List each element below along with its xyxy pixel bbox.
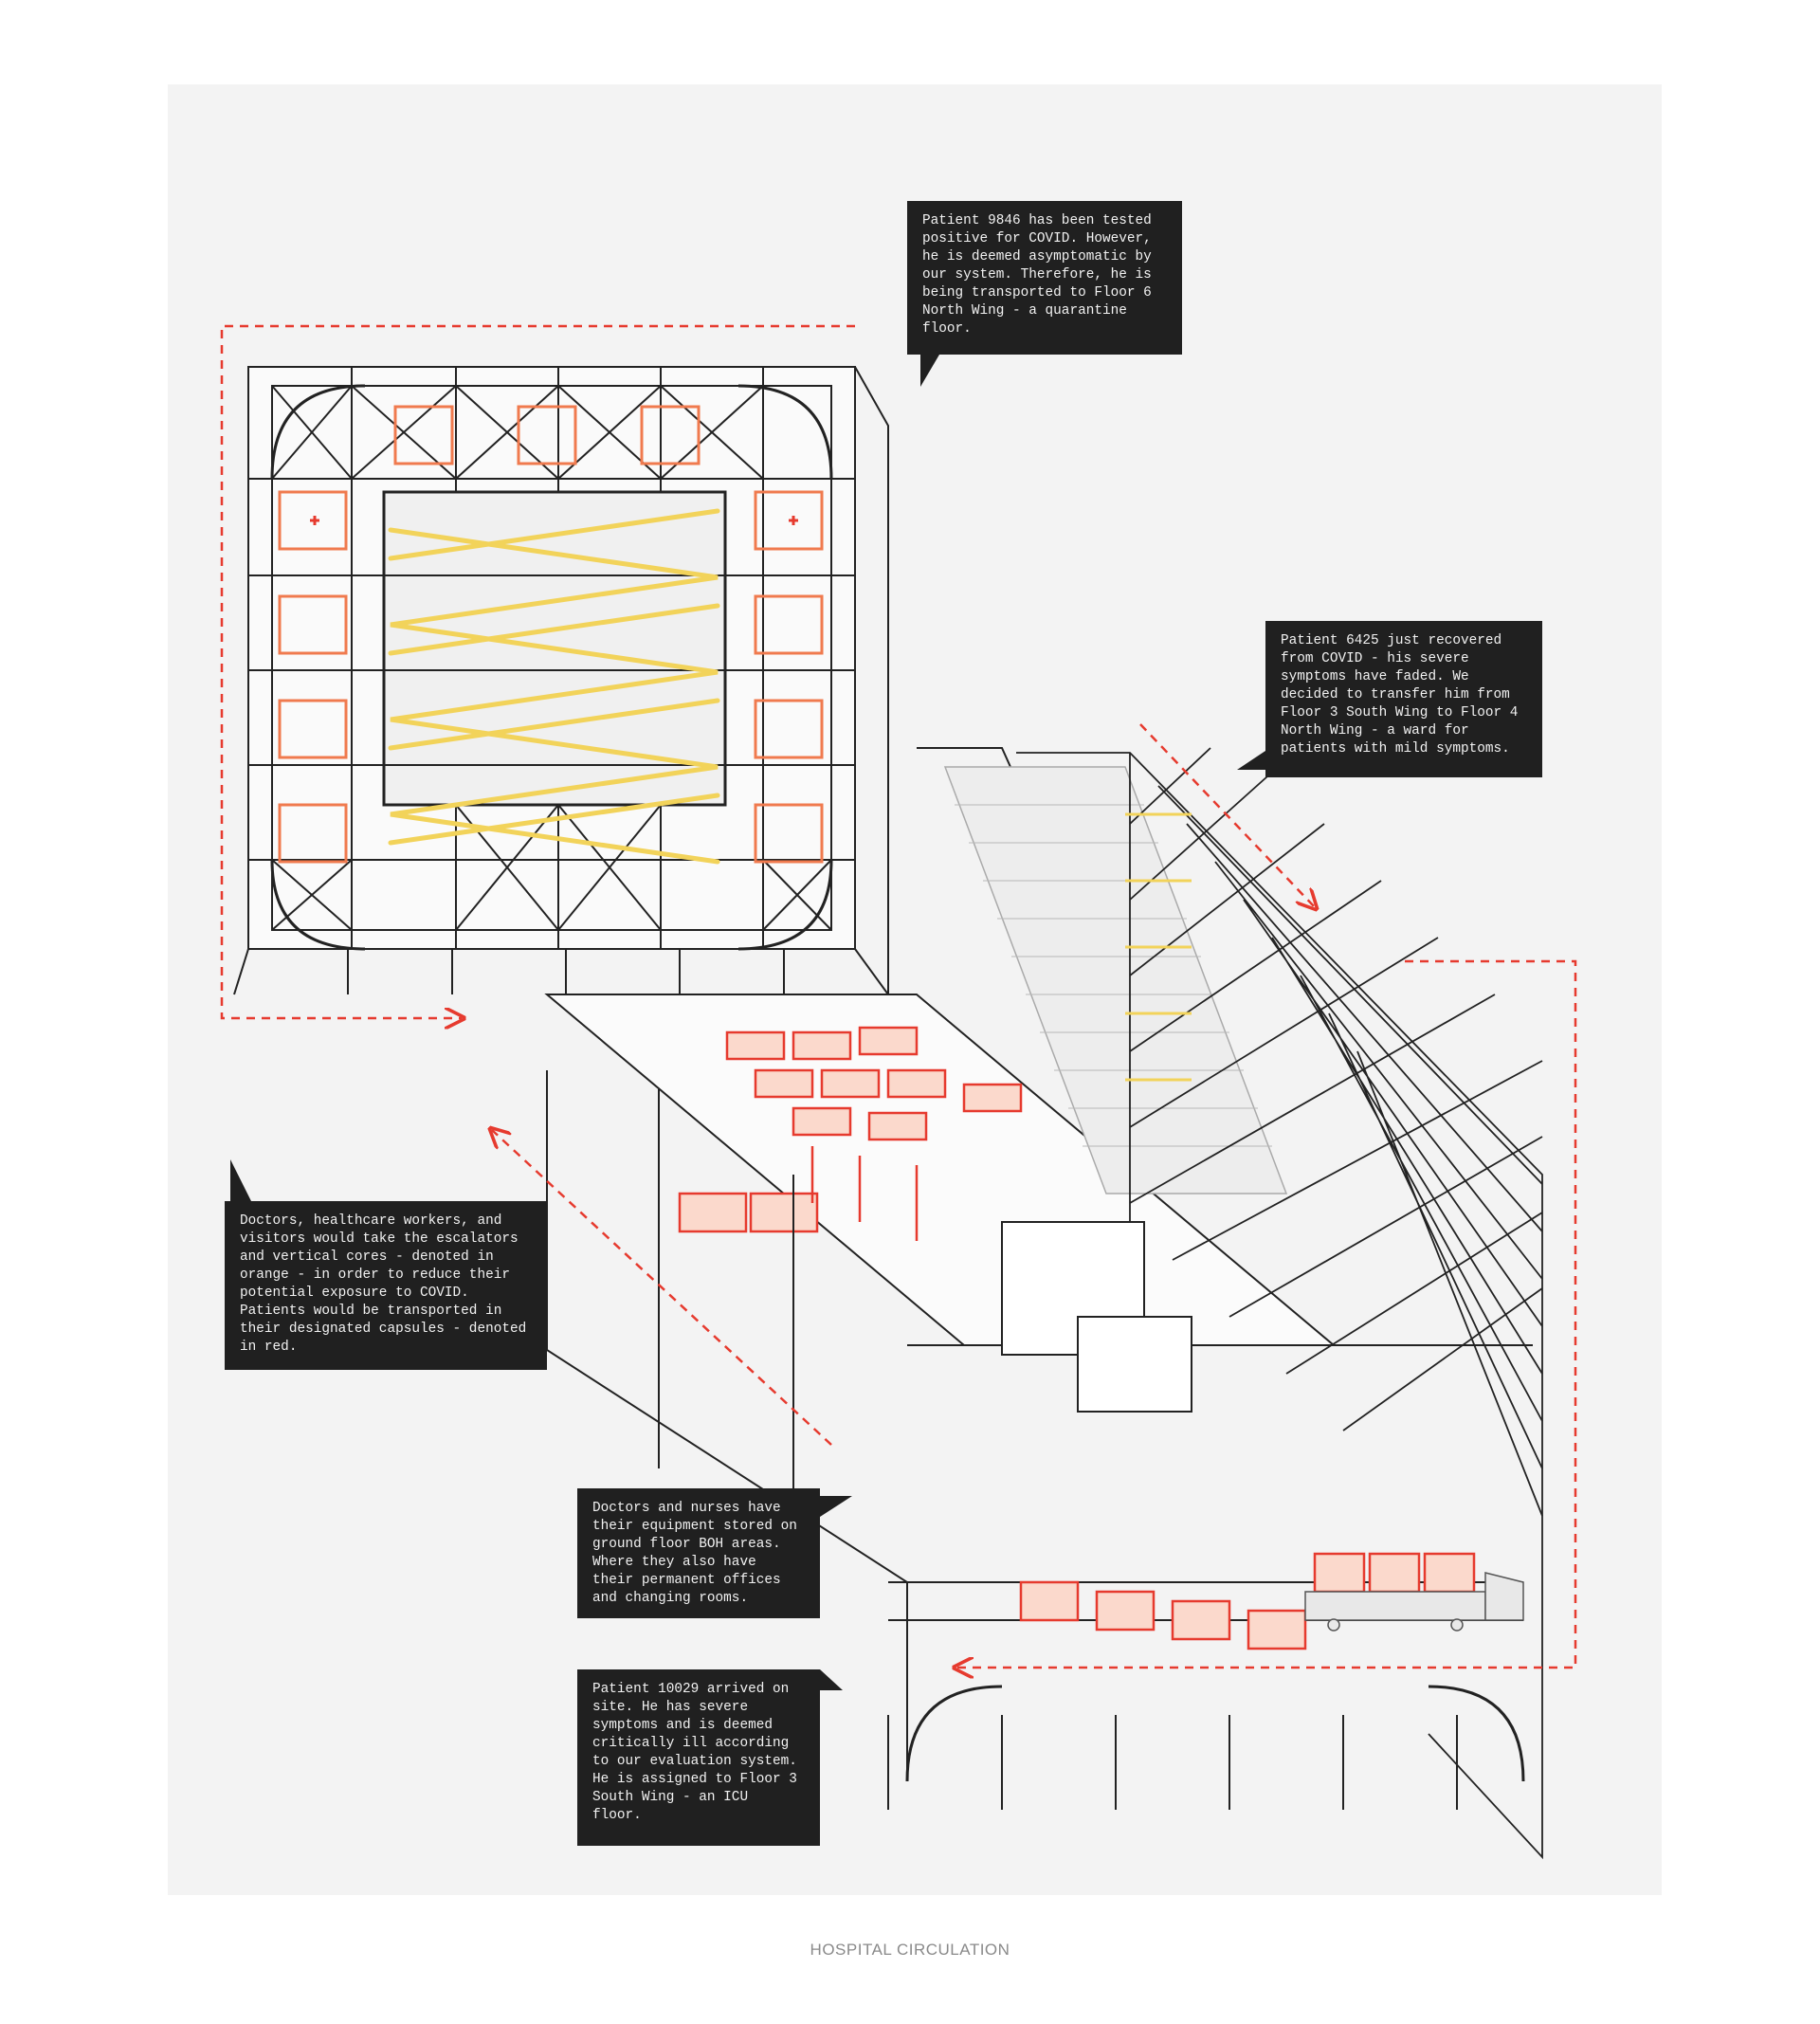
route-south-loop [956, 959, 1577, 1668]
ambulance [1304, 1572, 1524, 1632]
capsule-cluster [678, 1026, 1023, 1241]
escalator-zigzag [388, 508, 720, 865]
route-north-loop [220, 324, 855, 1018]
route-arrival [492, 1130, 832, 1446]
ground-floor-capsules [1019, 1552, 1476, 1650]
south-wing-facade [1016, 747, 1543, 1860]
note-patient-10029: Patient 10029 arrived on site. He has se… [577, 1669, 843, 1846]
route-transfer [1139, 723, 1315, 907]
south-wing-podium [546, 1070, 1533, 1810]
figure-caption: HOSPITAL CIRCULATION [810, 1941, 1010, 1959]
note-circulation-legend: Doctors, healthcare workers, and visitor… [225, 1159, 547, 1370]
north-wing-cores [278, 405, 824, 864]
patient-routes [220, 324, 1577, 1668]
note-patient-6425: Patient 6425 just recovered from COVID -… [1237, 621, 1542, 777]
axonometric-drawing [220, 324, 1577, 1860]
note-boh: Doctors and nurses have their equipment … [577, 1488, 852, 1618]
north-wing-block [233, 366, 889, 998]
note-patient-9846: Patient 9846 has been tested positive fo… [907, 201, 1182, 387]
